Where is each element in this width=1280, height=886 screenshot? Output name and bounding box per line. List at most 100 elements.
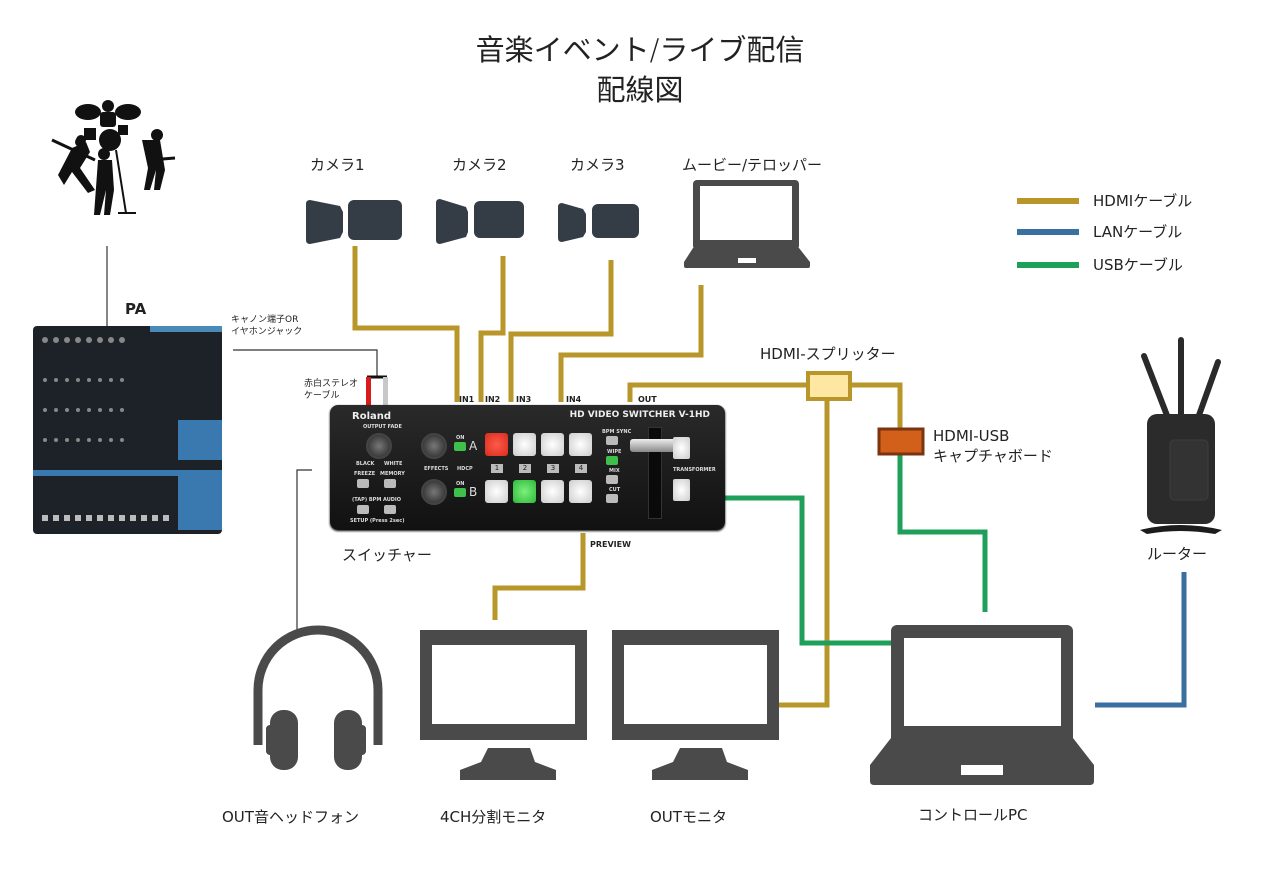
pa-cable-note-1: キャノン端子OR [231, 315, 299, 325]
port-in3: IN3 [516, 395, 532, 404]
rca-note-1: 赤白ステレオ [304, 379, 359, 389]
legend-usb-swatch [1017, 262, 1079, 268]
switcher-brand: Roland [352, 411, 392, 422]
on-b-button[interactable] [454, 488, 466, 497]
transformer-up-button[interactable] [673, 437, 690, 459]
bus-a-label: A [469, 439, 478, 453]
port-out: OUT [638, 395, 657, 404]
effects-a-knob[interactable] [421, 433, 447, 459]
capture-label-1: HDMI-USB [933, 427, 1010, 445]
bus-b-pad-1[interactable] [485, 480, 508, 503]
hdmi-cable-preview [492, 533, 586, 620]
output-fade-label: OUTPUT FADE [363, 424, 402, 430]
audio-line-pa-to-rca [233, 349, 378, 377]
audio-line-headphones [296, 469, 312, 634]
diagram-title-line2: 配線図 [596, 73, 684, 107]
pa-mixer-icon [33, 326, 222, 534]
bpm-sync-button[interactable] [606, 436, 618, 445]
out-monitor-label: OUTモニタ [650, 808, 727, 826]
hdmi-cable-splitter-to-capture [851, 382, 903, 430]
white-label: WHITE [384, 461, 403, 467]
out-monitor-icon [612, 630, 779, 780]
tap-bpm-button[interactable] [357, 505, 369, 514]
camera2-icon [436, 199, 524, 244]
audio-button[interactable] [384, 505, 396, 514]
band-silhouette-icon [51, 100, 176, 215]
port-in1: IN1 [459, 395, 475, 404]
bus-a-pad-2[interactable] [513, 433, 536, 456]
bus-a-pad-4[interactable] [569, 433, 592, 456]
usb-cable-capture-to-pc [897, 455, 988, 612]
pa-faders [42, 515, 169, 521]
control-pc-laptop-icon [870, 625, 1094, 785]
router-icon [1140, 337, 1222, 534]
switcher-model: HD VIDEO SWITCHER V-1HD [569, 410, 710, 420]
bus-a-pad-3[interactable] [541, 433, 564, 456]
bus-b-label: B [469, 485, 478, 499]
on-a-button[interactable] [454, 442, 466, 451]
channel-2-label: 2 [519, 464, 531, 473]
bus-b-pad-2[interactable] [513, 480, 536, 503]
hdmi-cable-camera1 [352, 246, 460, 402]
effects-label: EFFECTS [424, 466, 449, 472]
movie-laptop-icon [684, 180, 810, 268]
on-a-label: ON [456, 435, 465, 441]
bus-a-pad-1[interactable] [485, 433, 508, 456]
freeze-label: FREEZE [354, 471, 376, 477]
channel-3-label: 3 [547, 464, 559, 473]
capture-board-box [877, 427, 925, 456]
hdmi-cable-camera2 [478, 256, 506, 402]
channel-1-label: 1 [491, 464, 503, 473]
headphones-icon [253, 625, 383, 770]
legend-lan-label: LANケーブル [1093, 223, 1183, 241]
camera1-label: カメラ1 [310, 156, 365, 174]
output-fade-knob[interactable] [366, 433, 392, 459]
control-pc-label: コントロールPC [918, 806, 1028, 824]
multiview-monitor-label: 4CH分割モニタ [440, 808, 547, 826]
legend-hdmi-swatch [1017, 198, 1079, 204]
hdmi-cable-camera3 [508, 260, 614, 402]
video-switcher: Roland HD VIDEO SWITCHER V-1HD OUTPUT FA… [330, 405, 725, 530]
freeze-button[interactable] [357, 479, 369, 488]
bpm-sync-label: BPM SYNC [602, 429, 632, 435]
movie-pc-label: ムービー/テロッパー [682, 156, 823, 174]
tbar-handle[interactable] [630, 439, 676, 452]
legend-hdmi-label: HDMIケーブル [1093, 192, 1193, 210]
multiview-monitor-icon [420, 630, 587, 780]
switcher-label: スイッチャー [342, 546, 432, 564]
legend-lan-swatch [1017, 229, 1079, 235]
lan-cable-router-to-pc [1095, 572, 1187, 708]
mix-button[interactable] [606, 475, 618, 484]
camera1-icon [306, 200, 402, 244]
cut-label: CUT [609, 487, 621, 493]
legend-usb-label: USBケーブル [1093, 256, 1183, 274]
hdmi-cable-out-to-splitter [627, 382, 808, 402]
bus-b-pad-4[interactable] [569, 480, 592, 503]
on-b-label: ON [456, 481, 465, 487]
hdmi-splitter-box [806, 371, 852, 401]
diagram-title-line1: 音楽イベント/ライブ配信 [475, 33, 805, 67]
port-preview: PREVIEW [590, 540, 631, 549]
memory-button[interactable] [384, 479, 396, 488]
memory-label: MEMORY [380, 471, 405, 477]
mix-label: MIX [609, 468, 620, 474]
capture-label-2: キャプチャボード [933, 447, 1053, 465]
pa-label: PA [125, 300, 147, 318]
channel-4-label: 4 [575, 464, 587, 473]
camera3-label: カメラ3 [570, 156, 625, 174]
hdcp-label: HDCP [457, 466, 473, 472]
tap-bpm-label: (TAP) BPM [352, 497, 382, 503]
audio-label: AUDIO [383, 497, 402, 503]
transformer-down-button[interactable] [673, 479, 690, 501]
hdmi-cable-movie-pc [558, 285, 704, 402]
camera2-label: カメラ2 [452, 156, 507, 174]
wipe-button[interactable] [606, 456, 618, 465]
port-in2: IN2 [485, 395, 501, 404]
port-in4: IN4 [566, 395, 582, 404]
rca-white-plug [383, 377, 388, 405]
cut-button[interactable] [606, 494, 618, 503]
bus-b-pad-3[interactable] [541, 480, 564, 503]
effects-b-knob[interactable] [421, 479, 447, 505]
setup-label: SETUP (Press 2sec) [350, 518, 405, 524]
